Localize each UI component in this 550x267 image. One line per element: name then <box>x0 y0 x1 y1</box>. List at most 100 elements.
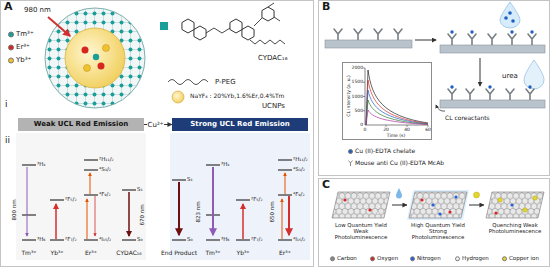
ion-name: Er³⁺ <box>279 250 291 256</box>
energy-level: S₁ <box>187 177 193 183</box>
band-title: Strong UCL Red Emission <box>190 121 289 128</box>
tick-value: 1500 <box>352 80 363 85</box>
energy-level: ²F₇/₂ <box>251 237 263 243</box>
ion-name: Tm³⁺ <box>21 250 36 256</box>
tick-value: 1000 <box>352 94 363 99</box>
legend-item: Copper ion <box>502 256 539 262</box>
flow-arrow <box>392 205 407 206</box>
ion-name: Er³⁺ <box>85 250 97 256</box>
step-label: CL coreactants <box>445 115 490 121</box>
tick-value: 2000 <box>352 66 363 71</box>
energy-level: ⁴F₉/₂ <box>99 192 111 198</box>
energy-level: ³H₆ <box>221 237 230 243</box>
tick-value: 500 <box>354 109 363 114</box>
energy-level: ²H₁₁/₂ <box>293 157 308 163</box>
energy-level: ²F₇/₂ <box>65 237 77 243</box>
legend-item: Tm³⁺ <box>8 31 34 38</box>
legend-text: Carbon <box>337 256 357 262</box>
legend-swatch <box>8 31 14 37</box>
legend-swatch <box>370 257 375 262</box>
legend-item: Carbon <box>330 256 357 262</box>
legend-item: Nitrogen <box>410 256 441 262</box>
figure-panel: A Weak UCL Red Emission Strong UCL Red Emi… <box>0 0 314 267</box>
caption: Quenching Weak Photoluminescence <box>485 222 545 234</box>
axis-title: CL intensity (a. u.) <box>347 75 352 116</box>
legend-text: Yb³⁺ <box>16 57 31 64</box>
energy-level: ²H₁₁/₂ <box>99 157 114 163</box>
band-title: Weak UCL Red Emission <box>34 121 128 128</box>
legend-item: Mouse anti Cu (II)-EDTA McAb <box>348 160 444 166</box>
polymer-name: P-PEG <box>215 79 236 86</box>
legend-swatch <box>502 257 507 262</box>
energy-level: ⁴I₁₅/₂ <box>99 237 111 243</box>
energy-level: ³H₄ <box>221 162 230 168</box>
graphene-sheet: High Quantum Yield Strong Photoluminesce… <box>407 190 469 241</box>
graphene-sheet: Quenching Weak Photoluminescence <box>484 190 546 234</box>
legend-item: Er³⁺ <box>8 44 30 51</box>
energy-level: ³H₄ <box>37 162 46 168</box>
flow-arrow <box>469 205 484 206</box>
tick-value: 0 <box>364 127 367 132</box>
energy-level: ²F₅/₂ <box>251 197 263 203</box>
energy-level: ²F₅/₂ <box>65 197 77 203</box>
legend-swatch <box>348 149 353 154</box>
wavelength-label: 800 nm <box>12 199 18 220</box>
figure-panel: CLow Quantum Yield Weak Photoluminescenc… <box>318 178 550 267</box>
energy-level: ⁴F₉/₂ <box>293 192 305 198</box>
legend-swatch <box>455 257 460 262</box>
energy-level: ³H₆ <box>37 237 46 243</box>
legend-swatch <box>8 57 14 63</box>
wavelength-label: 670 nm <box>140 204 146 225</box>
legend-swatch <box>330 257 335 262</box>
ion-name: Tm³⁺ <box>205 250 220 256</box>
caption: High Quantum Yield Strong Photoluminesce… <box>408 222 468 241</box>
legend-swatch <box>410 257 415 262</box>
emission-band: Strong UCL Red Emission <box>172 118 308 131</box>
antibody-symbol <box>348 160 353 166</box>
subpanel-number: ii <box>5 136 10 145</box>
tick-value: 0 <box>360 123 363 128</box>
ion-name: End Product <box>161 250 197 256</box>
tick-value: 20 <box>383 127 389 132</box>
energy-level: S₁ <box>137 187 143 193</box>
ion-name: Yb³⁺ <box>50 250 63 256</box>
legend-swatch <box>8 44 14 50</box>
legend-text: Nitrogen <box>417 256 441 262</box>
compound-name: CYDAC₁₆ <box>258 55 287 62</box>
emission-band: Weak UCL Red Emission <box>18 118 144 131</box>
panel-letter: A <box>4 1 13 12</box>
legend-text: Mouse anti Cu (II)-EDTA McAb <box>355 160 444 166</box>
legend-text: Oxygen <box>377 256 398 262</box>
legend-text: Er³⁺ <box>16 44 30 51</box>
tick-value: 40 <box>404 127 410 132</box>
legend-text: Copper ion <box>509 256 539 262</box>
caption: Low Quantum Yield Weak Photoluminescence <box>331 222 391 241</box>
energy-level: ⁴S₃/₂ <box>99 167 111 173</box>
reagent-name: urea <box>502 73 518 80</box>
panel-letter: B <box>322 1 330 12</box>
legend-text: Hydrogen <box>462 256 489 262</box>
formula-label: NaYF₄ : 20%Yb,1.6%Er,0.4%Tm <box>190 93 284 99</box>
wavelength-label: 980 nm <box>24 7 51 14</box>
energy-level: S₀ <box>137 237 143 243</box>
legend-item: Hydrogen <box>455 256 489 262</box>
wavelength-label: 650 nm <box>270 201 276 222</box>
legend-item: Oxygen <box>370 256 398 262</box>
legend-text: Cu (II)-EDTA chelate <box>355 148 415 154</box>
tick-value: 60 <box>425 127 431 132</box>
energy-level: ⁴S₃/₂ <box>293 167 305 173</box>
particle-name: UCNPs <box>262 103 285 110</box>
graphene-sheet: Low Quantum Yield Weak Photoluminescence <box>330 190 392 241</box>
energy-level: ⁴I₁₅/₂ <box>293 237 305 243</box>
subpanel-number: i <box>5 100 8 109</box>
axis-title: Time (s) <box>387 133 405 138</box>
ion-name: Yb³⁺ <box>236 250 249 256</box>
legend-item: Yb³⁺ <box>8 57 31 64</box>
legend-text: Tm³⁺ <box>16 31 34 38</box>
edge-label: Cu²⁺ <box>147 121 165 128</box>
legend-item: Cu (II)-EDTA chelate <box>348 148 415 154</box>
wavelength-label: 823 nm <box>196 201 202 222</box>
